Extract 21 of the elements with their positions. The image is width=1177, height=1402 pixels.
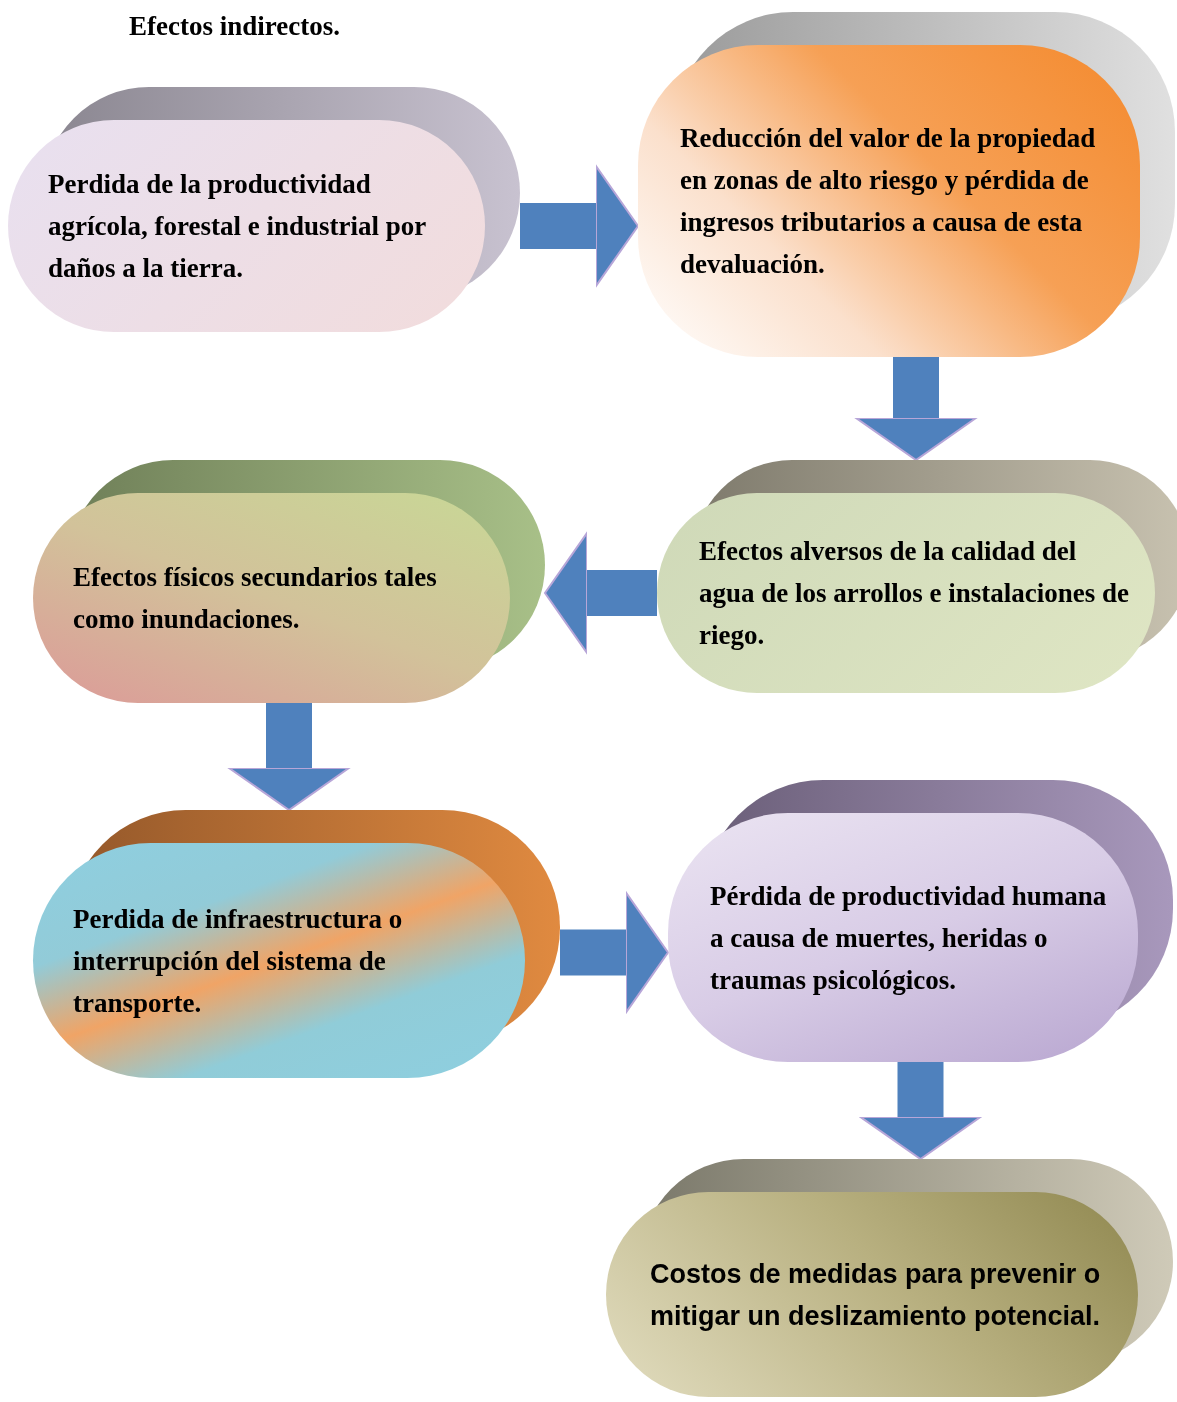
- box-text: Efectos alversos de la calidad del agua de los arrollos e instalaciones de riego.: [699, 535, 1130, 652]
- box-text: Pérdida de productividad humana a causa de muertes, heridas o traumas psicológicos.: [710, 879, 1108, 997]
- box-text: Reducción del valor de la propiedad en zonas de alto riesgo y pérdida de ingresos tributarios a causa de esta devaluación.: [680, 122, 1097, 281]
- box-text: Perdida de la productividad agrícola, forestal e industrial por daños a la tierra.: [48, 168, 427, 285]
- rounded-3d-box: [8, 87, 520, 332]
- block-arrow: [855, 357, 977, 461]
- block-arrow: [520, 165, 639, 287]
- rounded-3d-box: [657, 460, 1177, 693]
- box-text: Costos de medidas para prevenir o mitigar un deslizamiento potencial.: [650, 1257, 1102, 1333]
- box-text: Efectos físicos secundarios tales como inundaciones.: [73, 561, 438, 636]
- block-arrow: [560, 891, 669, 1014]
- rounded-3d-box: [606, 1159, 1173, 1397]
- rounded-3d-box: [33, 460, 545, 703]
- block-arrow: [544, 532, 657, 654]
- rounded-3d-box: [638, 12, 1175, 357]
- rounded-3d-box: [33, 810, 560, 1078]
- block-arrow: [859, 1062, 982, 1160]
- diagram-title: Efectos indirectos.: [129, 10, 340, 43]
- rounded-3d-box: [668, 780, 1173, 1062]
- box-text: Perdida de infraestructura o interrupción del sistema de transporte.: [73, 902, 404, 1020]
- block-arrow: [228, 703, 350, 811]
